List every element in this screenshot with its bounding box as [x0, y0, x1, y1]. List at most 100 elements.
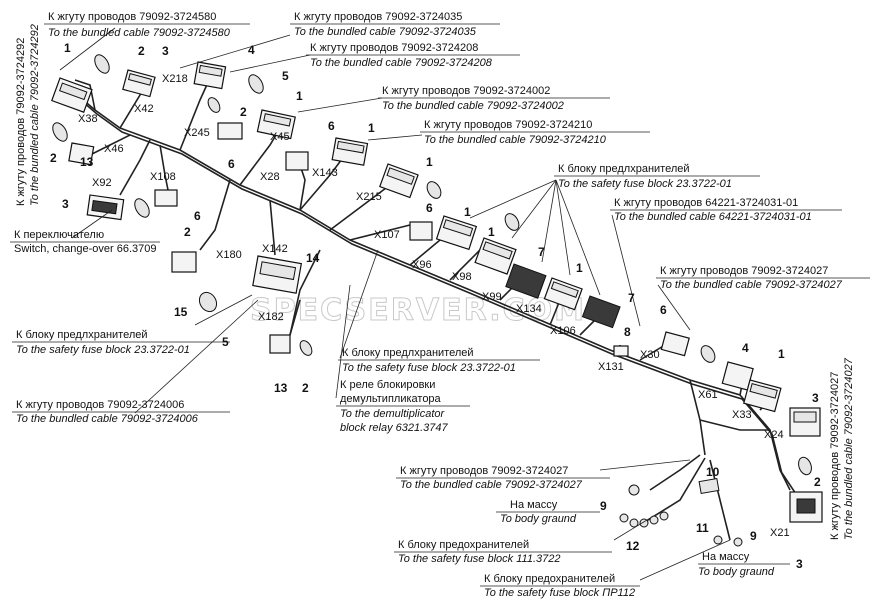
connector-x42 [122, 69, 156, 98]
callout-8: 8 [624, 325, 631, 339]
watermark: SPECSERVER.COM [250, 293, 586, 328]
code-x61: X61 [698, 389, 718, 401]
code-x218: X218 [162, 73, 188, 85]
callout-1: 1 [778, 347, 785, 361]
label-ru: К жгуту проводов 79092-3724027 [400, 465, 568, 477]
label-en: To the bundled cable 79092-3724002 [382, 100, 564, 112]
connector-x24 [789, 407, 821, 437]
connector-x30 [660, 331, 690, 357]
callout-3: 3 [796, 557, 803, 571]
code-x46: X46 [104, 143, 124, 155]
label-en: To the bundled cable 79092-3724035 [294, 26, 477, 38]
callout-2: 2 [302, 381, 309, 395]
code-x142: X142 [262, 243, 288, 255]
label-ru: На массу [702, 551, 750, 563]
connector-x107 [409, 221, 433, 241]
callout-13: 13 [274, 381, 288, 395]
code-x108: X108 [150, 171, 176, 183]
connector-x98 [474, 237, 517, 275]
code-x45: X45 [270, 131, 290, 143]
label-en: To the bundled cable 64221-3724031-01 [614, 211, 812, 223]
connector-codes: X38 X42 X218 X245 X45 X46 X92 X108 X28 X… [78, 73, 790, 539]
label-cable-3724006: К жгуту проводов 79092-3724006 To the bu… [12, 399, 230, 425]
callout-5: 5 [222, 335, 229, 349]
connector-x180 [171, 251, 197, 273]
vertical-label-right-ru: К жгуту проводов 79092-3724027 [829, 372, 841, 540]
label-en: To the bundled cable 79092-3724027 [400, 479, 583, 491]
label-en: To the safety fuse block 23.3722-01 [16, 344, 190, 356]
code-x96: X96 [412, 259, 432, 271]
label-en: To the bundled cable 79092-3724208 [310, 57, 493, 69]
callout-2: 2 [240, 105, 247, 119]
code-x38: X38 [78, 113, 98, 125]
label-en: Switch, change-over 66.3709 [14, 243, 156, 255]
connector-x46 [68, 142, 95, 166]
connector-x28 [285, 151, 309, 171]
callout-1: 1 [296, 89, 303, 103]
label-ru: На массу [510, 499, 558, 511]
label-ru: К жгуту проводов 79092-3724208 [310, 42, 478, 54]
code-x180: X180 [216, 249, 242, 261]
label-ru: К блоку предлхранителей [16, 329, 148, 341]
label-ru: К жгуту проводов 79092-3724580 [48, 11, 216, 23]
code-x21: X21 [770, 527, 790, 539]
label-ru: К жгуту проводов 79092-3724006 [16, 399, 184, 411]
code-x215: X215 [356, 191, 382, 203]
callout-2: 2 [138, 44, 145, 58]
callout-3: 3 [162, 44, 169, 58]
label-en: To the safety fuse block 111.3722 [398, 553, 560, 565]
callout-10: 10 [706, 465, 720, 479]
label-en: To the bundled cable 79092-3724027 [660, 279, 843, 291]
label-en-1: To the demultiplicator [340, 408, 445, 420]
connector-x38 [51, 77, 93, 113]
connector-x131 [613, 345, 629, 357]
code-x182: X182 [258, 311, 284, 323]
label-en: To the safety fuse block ПР112 [484, 587, 635, 599]
callout-1: 1 [576, 261, 583, 275]
vertical-label-left: К жгуту проводов 79092-3724292 To the bu… [15, 24, 41, 206]
connector-x108 [154, 189, 178, 207]
label-en: To body graund [698, 566, 775, 578]
label-ru: К жгуту проводов 79092-3724035 [294, 11, 462, 23]
callout-1: 1 [426, 155, 433, 169]
label-en: To the safety fuse block 23.3722-01 [558, 178, 732, 190]
connector-x45 [256, 109, 296, 140]
callout-9: 9 [600, 499, 607, 513]
callout-11: 11 [696, 521, 709, 535]
code-x24: X24 [764, 429, 784, 441]
code-x143: X143 [312, 167, 338, 179]
label-fuse-block-111: К блоку предохранителей To the safety fu… [394, 539, 612, 565]
label-ru: К блоку предлхранителей [342, 347, 474, 359]
callout-13: 13 [80, 155, 94, 169]
callout-9: 9 [750, 529, 757, 543]
code-x92: X92 [92, 177, 112, 189]
label-cable-3724002: К жгуту проводов 79092-3724002 To the bu… [378, 85, 610, 112]
callout-2: 2 [184, 225, 191, 239]
connector-x245 [217, 122, 243, 140]
callout-1: 1 [368, 121, 375, 135]
connector-x96 [435, 215, 478, 251]
code-x30: X30 [640, 349, 660, 361]
code-x106: X106 [550, 325, 576, 337]
label-en: To the bundled cable 79092-3724580 [48, 27, 231, 39]
label-cable-3724035: К жгуту проводов 79092-3724035 To the bu… [290, 11, 500, 38]
code-x33: X33 [732, 409, 752, 421]
label-ru: К блоку предохранителей [484, 573, 615, 585]
callout-4: 4 [248, 43, 255, 57]
label-cable-64221: К жгуту проводов 64221-3724031-01 To the… [610, 197, 842, 223]
label-fuse-block-center: К блоку предлхранителей To the safety fu… [338, 347, 540, 374]
label-ground-left: На массу To body graund [496, 499, 600, 525]
label-cable-3724027-upper: К жгуту проводов 79092-3724027 To the bu… [656, 265, 870, 291]
code-x99: X99 [482, 291, 502, 303]
callout-2: 2 [814, 475, 821, 489]
label-fuse-block-left: К блоку предлхранителей To the safety fu… [12, 329, 230, 356]
connector-x134 [505, 263, 547, 299]
label-cable-3724580: К жгуту проводов 79092-3724580 To the bu… [44, 11, 250, 39]
code-x134: X134 [516, 303, 542, 315]
code-x245: X245 [184, 127, 210, 139]
callout-6: 6 [194, 209, 201, 223]
code-x107: X107 [374, 229, 400, 241]
label-ru: К жгуту проводов 79092-3724027 [660, 265, 828, 277]
label-en: To the bundled cable 79092-3724210 [424, 134, 607, 146]
